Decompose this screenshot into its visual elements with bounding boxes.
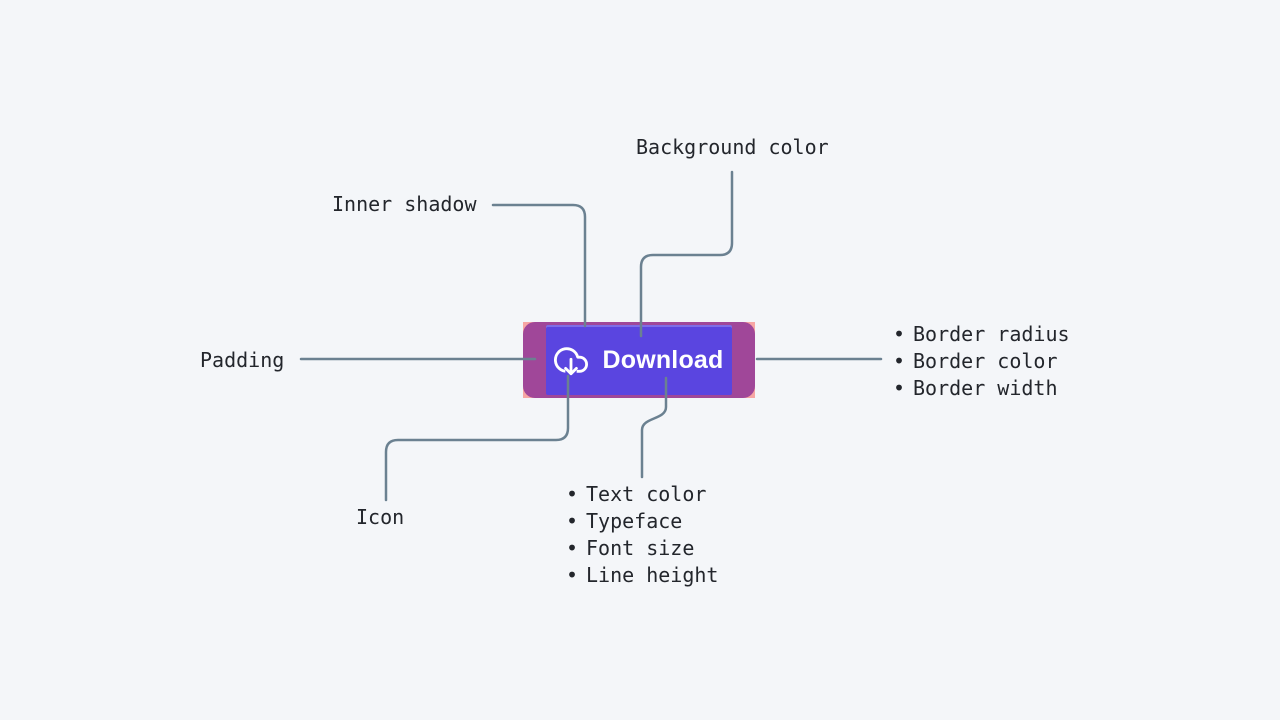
- bullet-marker: •: [566, 508, 579, 533]
- bullet-marker: •: [893, 375, 906, 400]
- list-item: • Font size: [566, 534, 718, 561]
- list-item: • Line height: [566, 561, 718, 588]
- list-item: • Text color: [566, 480, 718, 507]
- list-item-label: Line height: [586, 562, 719, 587]
- connector-inner-shadow: [491, 203, 587, 328]
- list-item-label: Text color: [586, 481, 707, 506]
- list-item-label: Font size: [586, 535, 695, 560]
- bullet-marker: •: [893, 321, 906, 346]
- bullet-marker: •: [566, 562, 579, 587]
- connector-background-color: [639, 170, 734, 338]
- button-padding-layer: Download: [523, 322, 755, 398]
- list-item-label: Border width: [913, 375, 1058, 400]
- padding-label: Padding: [200, 348, 285, 372]
- bullet-marker: •: [566, 535, 579, 560]
- text-properties-list: • Text color • Typeface • Font size • Li…: [566, 480, 718, 588]
- list-item-label: Border color: [913, 348, 1058, 373]
- list-item: • Border radius: [893, 320, 1070, 347]
- list-item-label: Border radius: [913, 321, 1070, 346]
- cloud-arrow-down-icon: [554, 347, 589, 377]
- button-corner-layer: Download: [523, 322, 755, 398]
- download-button-label: Download: [602, 345, 724, 374]
- list-item: • Border color: [893, 347, 1070, 374]
- border-properties-list: • Border radius • Border color • Border …: [893, 320, 1070, 401]
- icon-label: Icon: [356, 505, 405, 529]
- bullet-marker: •: [566, 481, 579, 506]
- list-item: • Border width: [893, 374, 1070, 401]
- list-item-label: Typeface: [586, 508, 683, 533]
- list-item: • Typeface: [566, 507, 718, 534]
- download-button[interactable]: Download: [546, 325, 732, 395]
- background-color-label: Background color: [636, 135, 829, 159]
- bullet-marker: •: [893, 348, 906, 373]
- inner-shadow-label: Inner shadow: [332, 192, 477, 216]
